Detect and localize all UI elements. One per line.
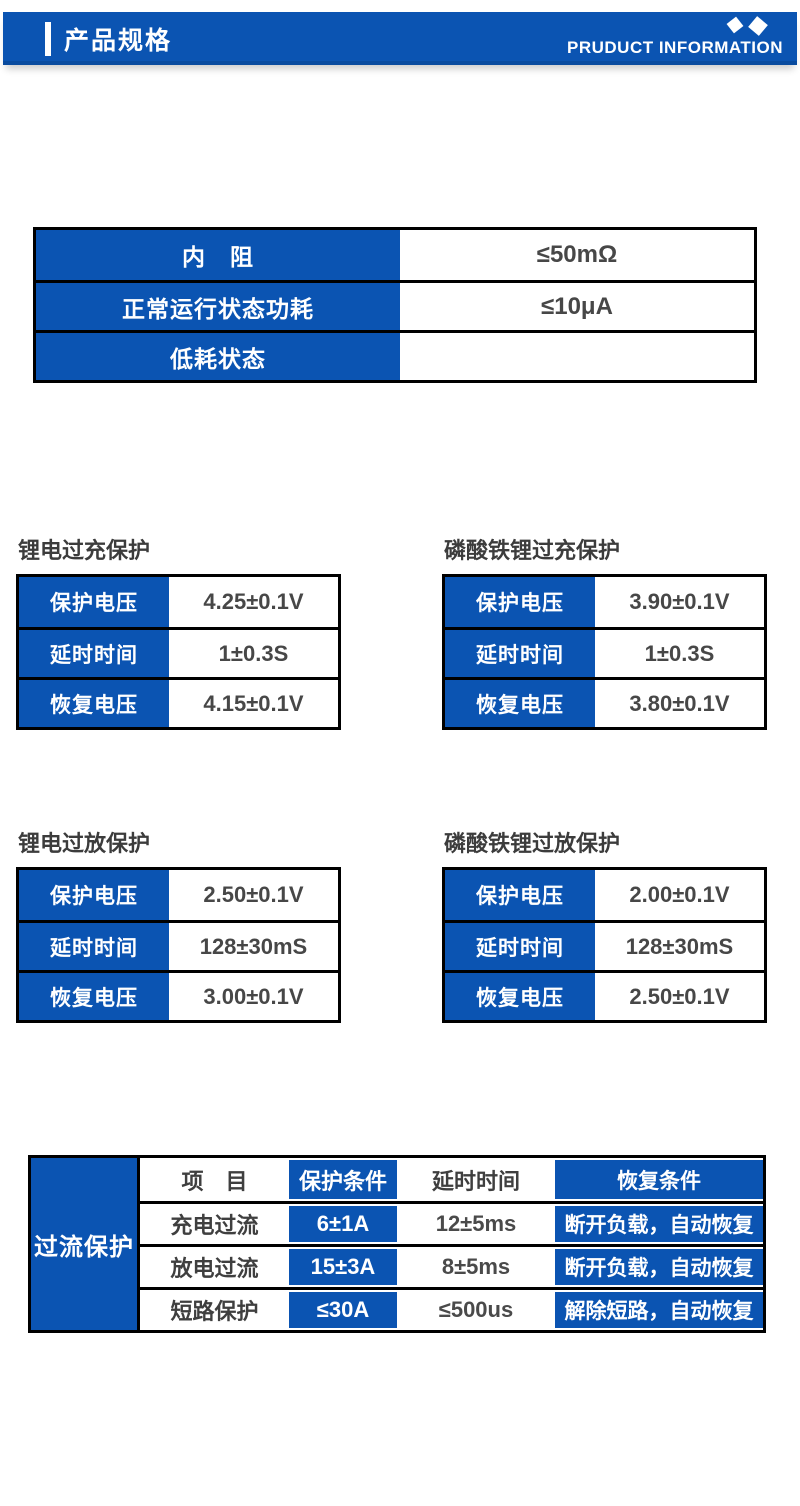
row-label: 延时时间 — [19, 630, 169, 677]
table-row: 恢复电压 3.00±0.1V — [19, 970, 338, 1020]
row-label: 延时时间 — [19, 923, 169, 970]
row-value: ≤10μA — [400, 283, 754, 330]
row-value — [400, 333, 754, 380]
lifepo4-overcharge-block: 磷酸铁锂过充保护 保护电压 3.90±0.1V 延时时间 1±0.3S 恢复电压… — [442, 537, 767, 730]
row-value: 断开负载，自动恢复 — [555, 1204, 763, 1244]
row-label: 恢复电压 — [445, 973, 595, 1020]
row-label: 恢复电压 — [445, 680, 595, 727]
page-subtitle: PRUDUCT INFORMATION — [567, 38, 783, 57]
table-row: 保护电压 2.00±0.1V — [445, 870, 764, 920]
overcurrent-grid: 项 目 保护条件 延时时间 恢复条件 充电过流 6±1A 12±5ms 断开负载… — [140, 1158, 763, 1330]
table-row: 延时时间 128±30mS — [445, 920, 764, 970]
column-header-recovery-condition: 恢复条件 — [555, 1158, 763, 1201]
lifepo4-overcharge-table: 保护电压 3.90±0.1V 延时时间 1±0.3S 恢复电压 3.80±0.1… — [442, 574, 767, 730]
row-value: 128±30mS — [594, 923, 764, 970]
table-row: 保护电压 4.25±0.1V — [19, 577, 338, 627]
row-value: ≤500us — [397, 1290, 555, 1330]
row-value: 128±30mS — [168, 923, 338, 970]
diamond-icon — [726, 16, 744, 34]
row-label: 恢复电压 — [19, 680, 169, 727]
row-value: ≤50mΩ — [400, 230, 754, 280]
row-label: 恢复电压 — [19, 973, 169, 1020]
title-accent-bar — [45, 21, 51, 56]
table-title: 锂电过放保护 — [18, 831, 151, 856]
table-row: 恢复电压 4.15±0.1V — [19, 677, 338, 727]
row-label: 保护电压 — [445, 577, 595, 627]
diamond-icon — [748, 16, 768, 36]
li-ion-overdischarge-block: 锂电过放保护 保护电压 2.50±0.1V 延时时间 128±30mS 恢复电压… — [16, 830, 341, 1023]
row-value: 3.80±0.1V — [594, 680, 764, 727]
lifepo4-overdischarge-table: 保护电压 2.00±0.1V 延时时间 128±30mS 恢复电压 2.50±0… — [442, 867, 767, 1023]
row-value: 1±0.3S — [594, 630, 764, 677]
row-value: 4.25±0.1V — [168, 577, 338, 627]
row-label: 充电过流 — [140, 1204, 289, 1244]
row-label: 内 阻 — [36, 230, 401, 280]
section-header-bar: 产品规格 PRUDUCT INFORMATION — [3, 12, 797, 65]
overcharge-tables-section: 锂电过充保护 保护电压 4.25±0.1V 延时时间 1±0.3S 恢复电压 4… — [0, 537, 800, 730]
row-label: 短路保护 — [140, 1290, 289, 1330]
table-row: 保护电压 3.90±0.1V — [445, 577, 764, 627]
row-value: 3.00±0.1V — [168, 973, 338, 1020]
row-label: 正常运行状态功耗 — [36, 283, 401, 330]
table-row: 正常运行状态功耗 ≤10μA — [36, 280, 754, 330]
row-value: 6±1A — [289, 1204, 397, 1244]
column-header-delay-time: 延时时间 — [397, 1158, 555, 1201]
row-label: 延时时间 — [445, 630, 595, 677]
table-row: 低耗状态 — [36, 330, 754, 380]
row-value: 2.00±0.1V — [594, 870, 764, 920]
row-value: 2.50±0.1V — [168, 870, 338, 920]
row-value: 1±0.3S — [168, 630, 338, 677]
table-row: 延时时间 128±30mS — [19, 920, 338, 970]
table-row: 恢复电压 3.80±0.1V — [445, 677, 764, 727]
table-header-row: 项 目 保护条件 延时时间 恢复条件 — [140, 1158, 763, 1201]
table-row: 放电过流 15±3A 8±5ms 断开负载，自动恢复 — [140, 1244, 763, 1287]
row-value: 8±5ms — [397, 1247, 555, 1287]
row-label: 低耗状态 — [36, 333, 401, 380]
row-value: ≤30A — [289, 1290, 397, 1330]
table-row: 充电过流 6±1A 12±5ms 断开负载，自动恢复 — [140, 1201, 763, 1244]
table-row: 内 阻 ≤50mΩ — [36, 230, 754, 280]
column-header-item: 项 目 — [140, 1158, 289, 1201]
lifepo4-overdischarge-block: 磷酸铁锂过放保护 保护电压 2.00±0.1V 延时时间 128±30mS 恢复… — [442, 830, 767, 1023]
row-label: 延时时间 — [445, 923, 595, 970]
table-title: 锂电过充保护 — [18, 538, 151, 563]
header-subtitle-group: PRUDUCT INFORMATION — [567, 16, 783, 58]
header-title-group: 产品规格 — [45, 21, 172, 57]
li-ion-overdischarge-table: 保护电压 2.50±0.1V 延时时间 128±30mS 恢复电压 3.00±0… — [16, 867, 341, 1023]
li-ion-overcharge-block: 锂电过充保护 保护电压 4.25±0.1V 延时时间 1±0.3S 恢复电压 4… — [16, 537, 341, 730]
table-row: 保护电压 2.50±0.1V — [19, 870, 338, 920]
overcurrent-protection-table: 过流保护 项 目 保护条件 延时时间 恢复条件 充电过流 6±1A 12±5ms… — [28, 1155, 766, 1333]
row-value: 2.50±0.1V — [594, 973, 764, 1020]
row-label: 保护电压 — [19, 577, 169, 627]
page-title: 产品规格 — [64, 26, 173, 55]
row-value: 4.15±0.1V — [168, 680, 338, 727]
table-title: 磷酸铁锂过放保护 — [444, 831, 621, 856]
table-row: 延时时间 1±0.3S — [19, 627, 338, 677]
overdischarge-tables-section: 锂电过放保护 保护电压 2.50±0.1V 延时时间 128±30mS 恢复电压… — [0, 830, 800, 1023]
table-row: 恢复电压 2.50±0.1V — [445, 970, 764, 1020]
table-row: 短路保护 ≤30A ≤500us 解除短路，自动恢复 — [140, 1287, 763, 1330]
row-value: 断开负载，自动恢复 — [555, 1247, 763, 1287]
row-value: 3.90±0.1V — [594, 577, 764, 627]
row-label: 保护电压 — [445, 870, 595, 920]
column-header-protect-condition: 保护条件 — [289, 1158, 397, 1201]
li-ion-overcharge-table: 保护电压 4.25±0.1V 延时时间 1±0.3S 恢复电压 4.15±0.1… — [16, 574, 341, 730]
table-title: 磷酸铁锂过充保护 — [444, 538, 621, 563]
basic-spec-table: 内 阻 ≤50mΩ 正常运行状态功耗 ≤10μA 低耗状态 — [33, 227, 757, 383]
row-label: 保护电压 — [19, 870, 169, 920]
diamond-icons — [726, 16, 768, 36]
overcurrent-group-label: 过流保护 — [31, 1158, 140, 1330]
row-value: 12±5ms — [397, 1204, 555, 1244]
table-row: 延时时间 1±0.3S — [445, 627, 764, 677]
row-value: 解除短路，自动恢复 — [555, 1290, 763, 1330]
row-label: 放电过流 — [140, 1247, 289, 1287]
row-value: 15±3A — [289, 1247, 397, 1287]
